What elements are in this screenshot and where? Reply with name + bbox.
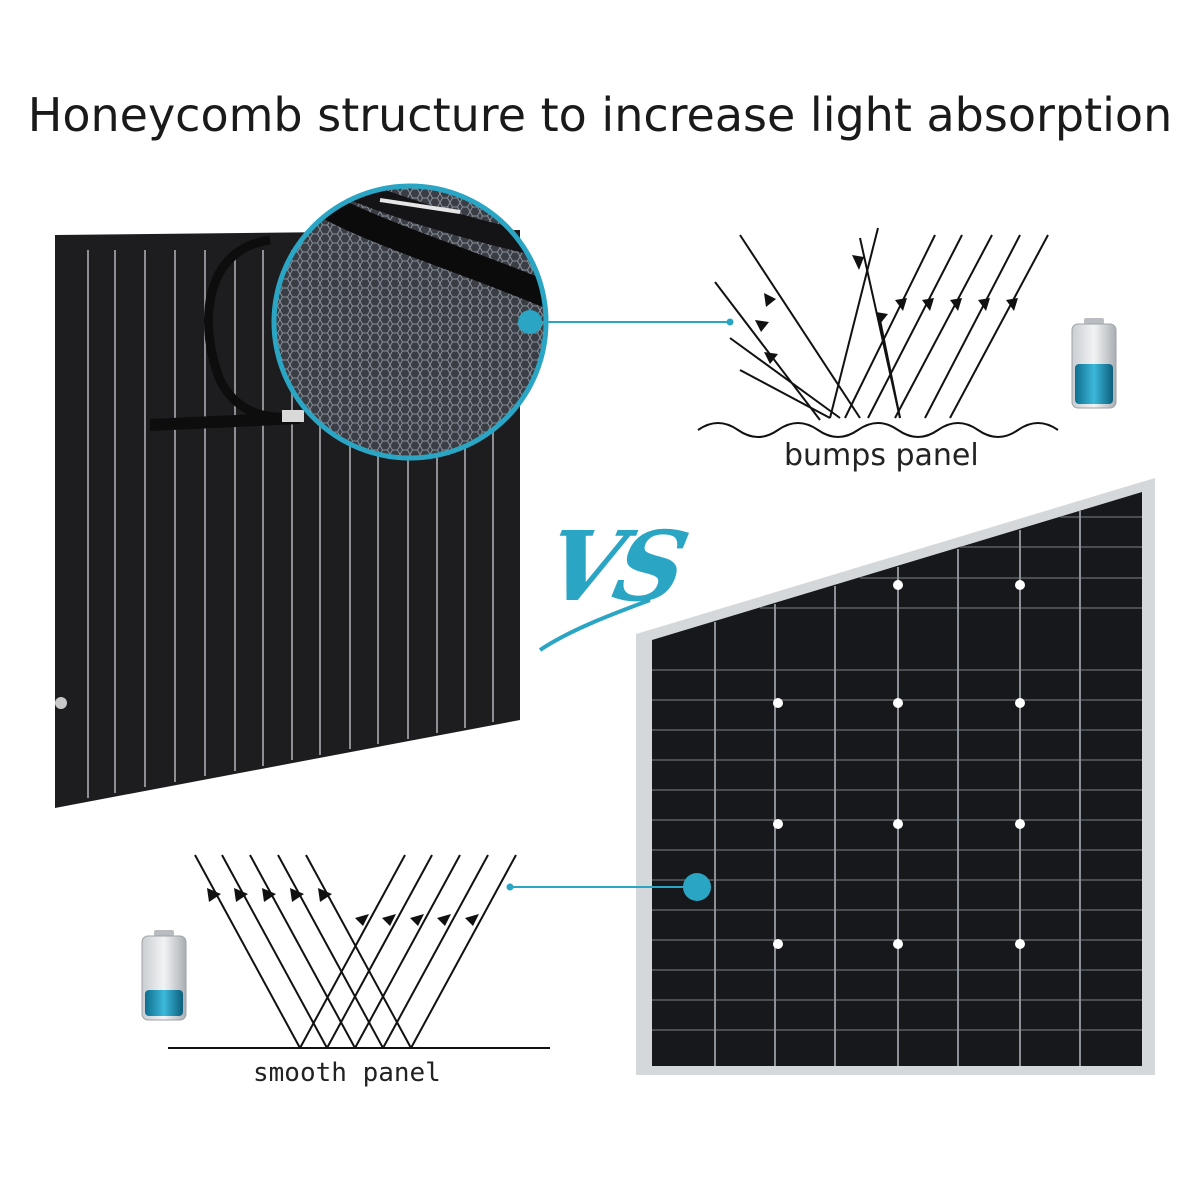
headline: Honeycomb structure to increase light ab… bbox=[27, 88, 1173, 142]
callout-bottom bbox=[506, 873, 711, 901]
battery-icon bbox=[1071, 318, 1117, 409]
smooth-diagram bbox=[168, 854, 550, 1049]
smooth-panel-label: smooth panel bbox=[253, 1058, 441, 1088]
rigid-solar-panel bbox=[636, 478, 1155, 1075]
vs-brush-stroke bbox=[538, 598, 651, 652]
bumps-panel-label: bumps panel bbox=[784, 438, 979, 473]
callout-top bbox=[518, 310, 734, 334]
vs-label: VS bbox=[535, 510, 692, 623]
bumps-diagram bbox=[697, 227, 1059, 438]
battery-icon bbox=[141, 930, 187, 1021]
